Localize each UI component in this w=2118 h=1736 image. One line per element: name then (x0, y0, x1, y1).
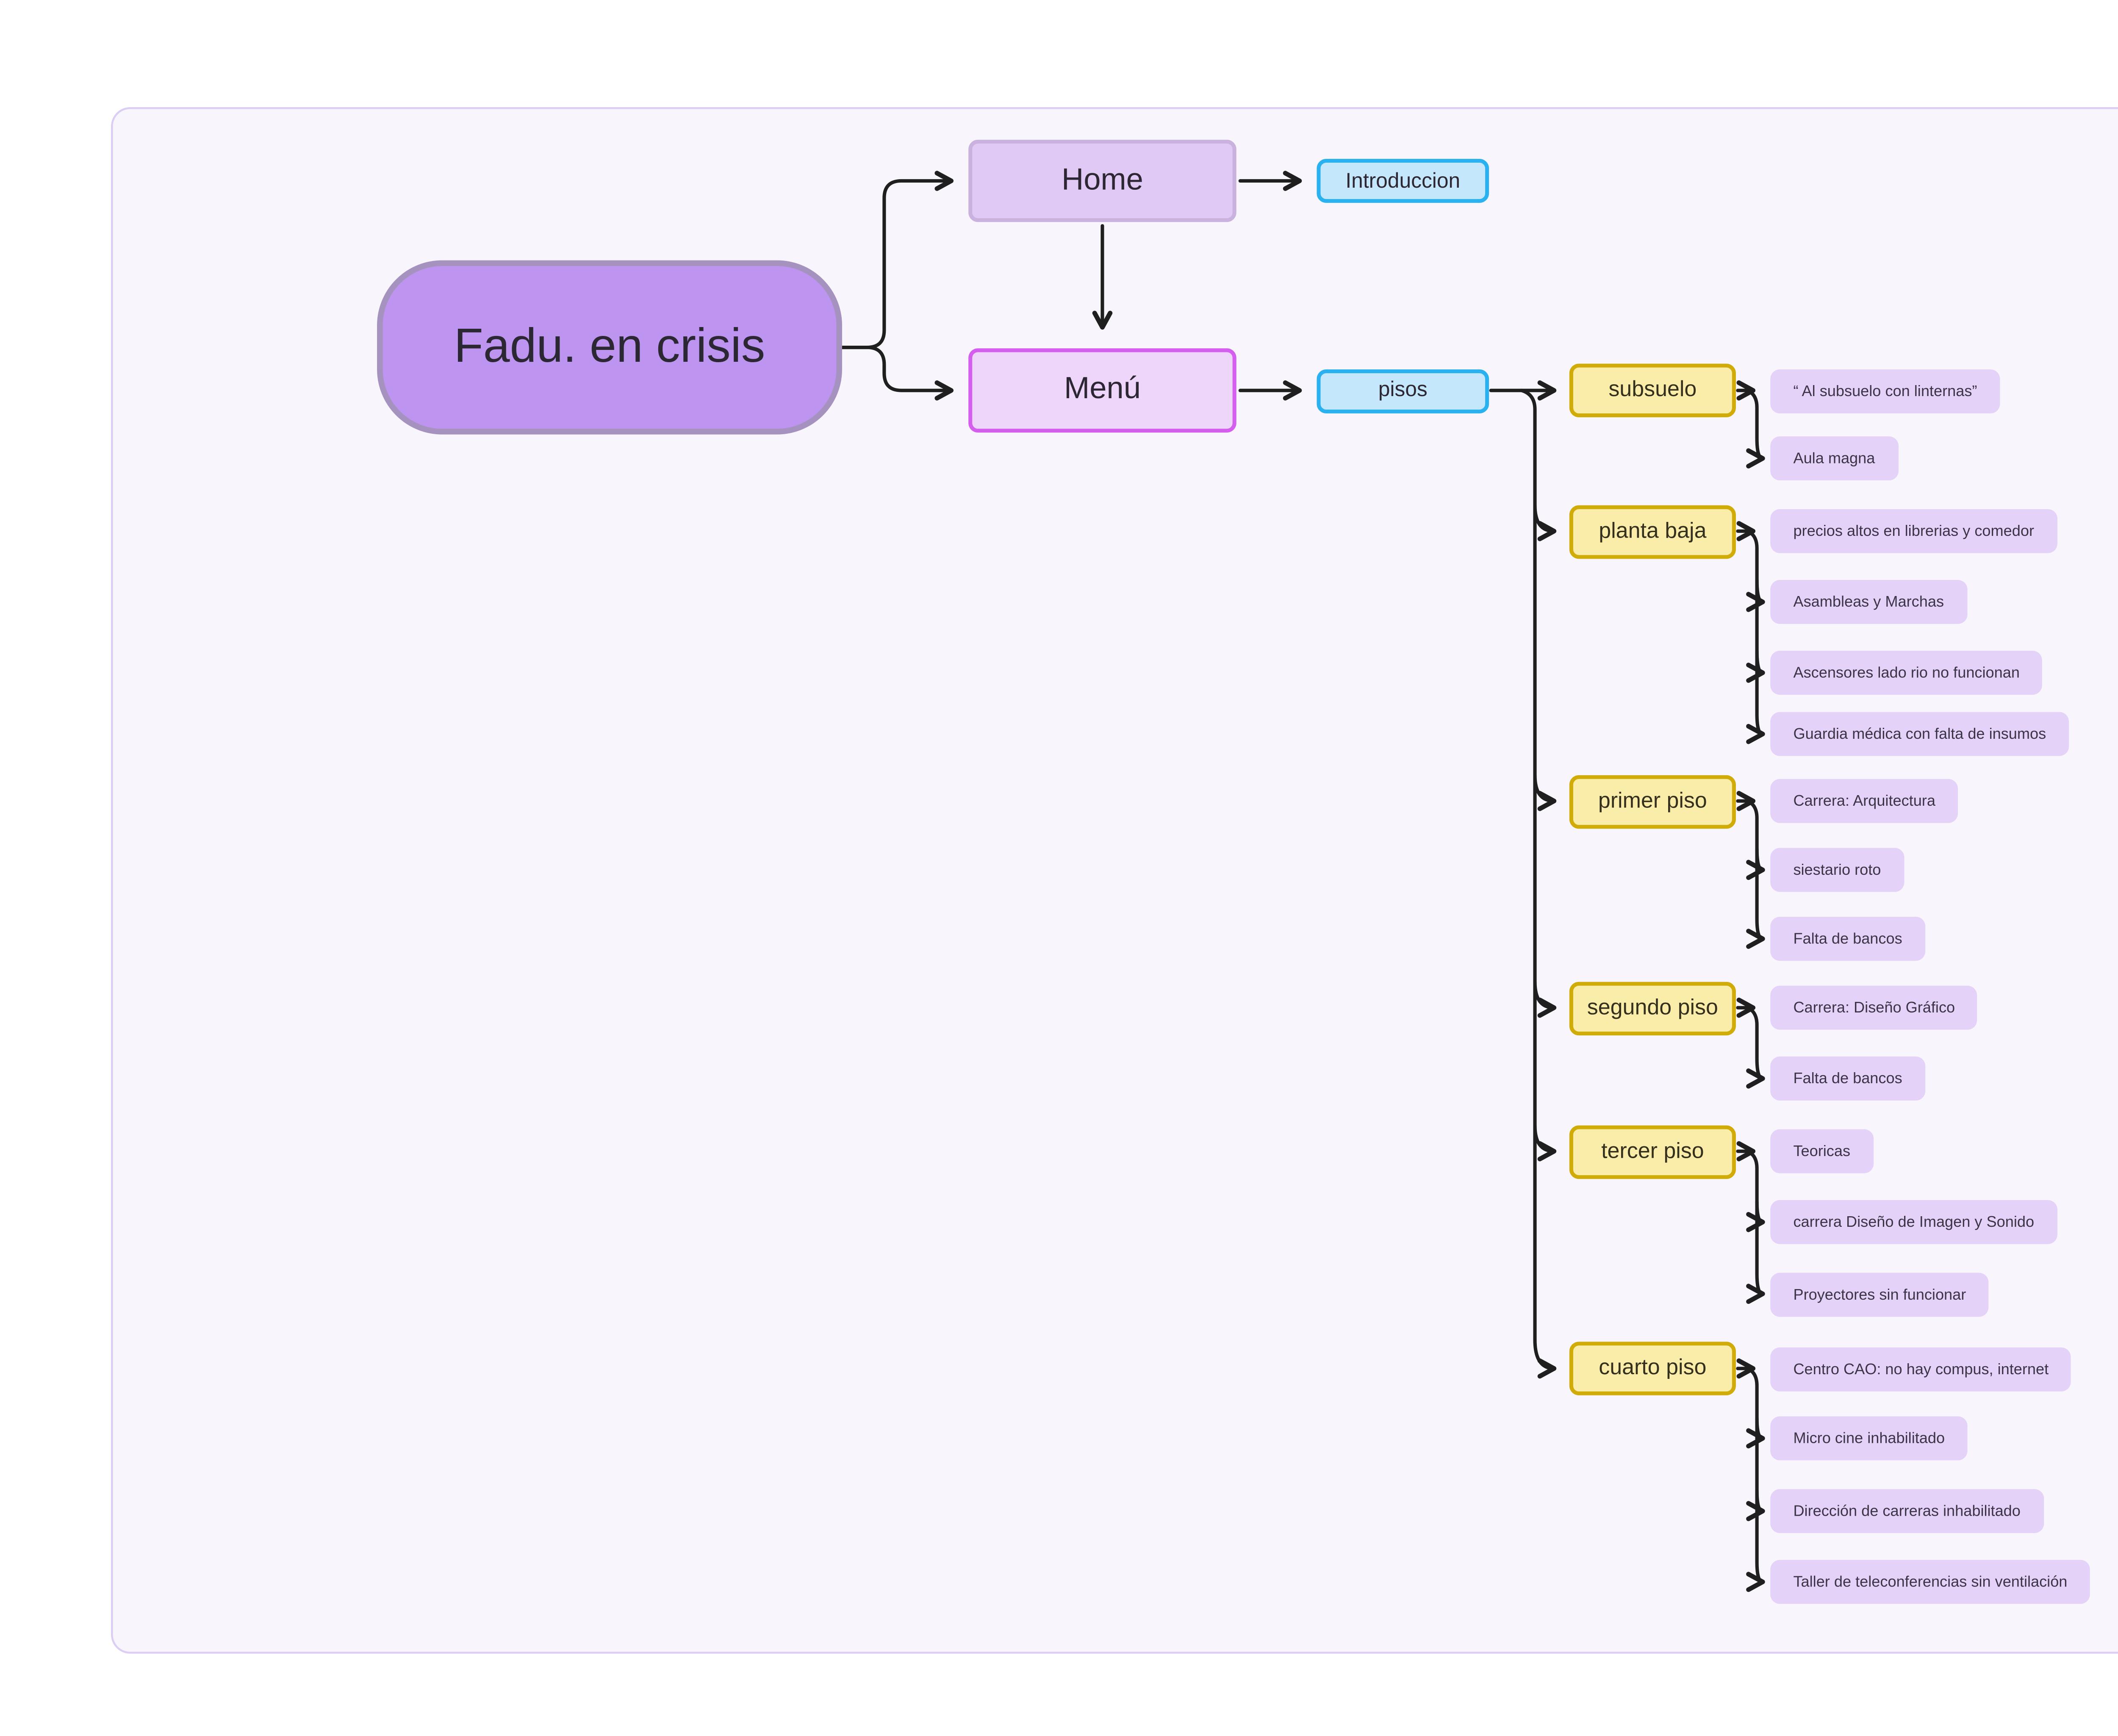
leaf-node[interactable]: siestario roto (1770, 848, 1904, 892)
leaf-node[interactable]: Ascensores lado rio no funcionan (1770, 651, 2043, 695)
node-home[interactable]: Home (968, 139, 1236, 222)
floor-node-tercer-piso[interactable]: tercer piso (1569, 1124, 1736, 1178)
leaf-node[interactable]: Micro cine inhabilitado (1770, 1416, 1968, 1461)
floor-node-segundo-piso[interactable]: segundo piso (1569, 981, 1736, 1035)
leaf-node[interactable]: Asambleas y Marchas (1770, 580, 1967, 624)
floor-node-planta-baja[interactable]: planta baja (1569, 504, 1736, 558)
leaf-node[interactable]: precios altos en librerias y comedor (1770, 509, 2057, 553)
leaf-node[interactable]: carrera Diseño de Imagen y Sonido (1770, 1200, 2057, 1244)
node-menu[interactable]: Menú (968, 348, 1236, 433)
leaf-node[interactable]: Dirección de carreras inhabilitado (1770, 1489, 2044, 1533)
node-pisos[interactable]: pisos (1317, 368, 1489, 413)
leaf-node[interactable]: Aula magna (1770, 436, 1898, 481)
node-introduccion[interactable]: Introduccion (1317, 159, 1489, 203)
leaf-node[interactable]: Teoricas (1770, 1129, 1874, 1173)
leaf-node[interactable]: Falta de bancos (1770, 1056, 1925, 1101)
root-node[interactable]: Fadu. en crisis (377, 260, 842, 435)
leaf-node[interactable]: Carrera: Diseño Gráfico (1770, 985, 1978, 1030)
floor-node-subsuelo[interactable]: subsuelo (1569, 363, 1736, 417)
leaf-node[interactable]: Proyectores sin funcionar (1770, 1272, 1989, 1316)
leaf-node[interactable]: Guardia médica con falta de insumos (1770, 712, 2069, 756)
leaf-node[interactable]: Falta de bancos (1770, 917, 1925, 961)
leaf-node[interactable]: Carrera: Arquitectura (1770, 779, 1959, 823)
leaf-node[interactable]: Taller de teleconferencias sin ventilaci… (1770, 1560, 2090, 1604)
floor-node-cuarto-piso[interactable]: cuarto piso (1569, 1342, 1736, 1395)
floor-node-primer-piso[interactable]: primer piso (1569, 774, 1736, 828)
leaf-node[interactable]: “ Al subsuelo con linternas” (1770, 368, 2000, 413)
leaf-node[interactable]: Centro CAO: no hay compus, internet (1770, 1346, 2072, 1391)
